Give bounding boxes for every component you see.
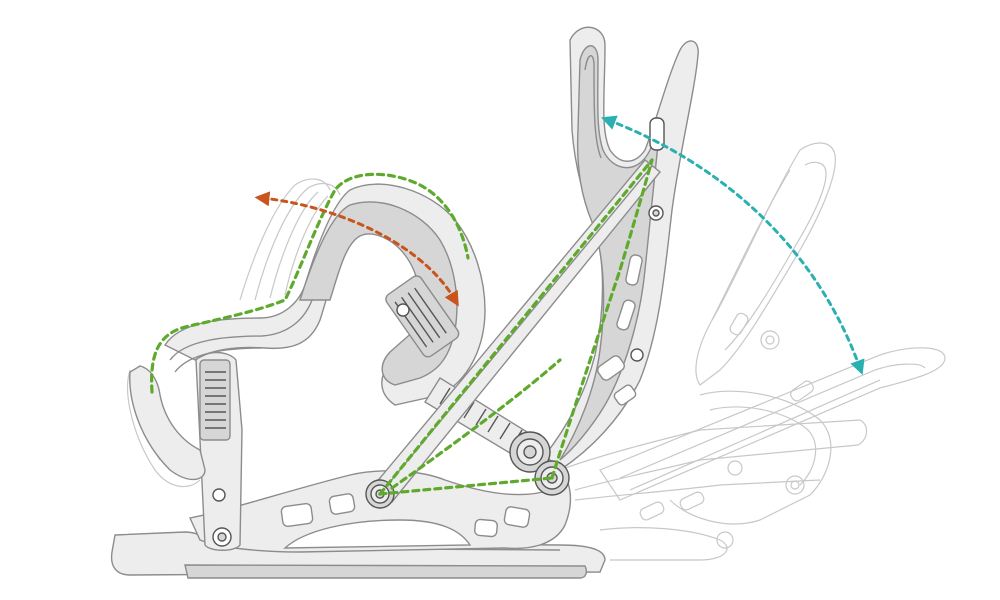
ghost-heel-arm-inner	[619, 363, 926, 479]
chassis-slot-2	[328, 493, 356, 515]
ghost-lower-link	[559, 419, 868, 491]
green-link-4	[390, 358, 562, 490]
ghost-slot-2	[790, 380, 814, 402]
teal-recline-arc	[600, 115, 865, 376]
motion-overlays	[150, 115, 865, 496]
ghost-heelcup	[669, 390, 832, 525]
ghost-hinge-3	[727, 460, 743, 476]
ghost-heelcup-inner	[709, 406, 817, 486]
green-strap-outline	[150, 172, 470, 394]
toe-rail-screw-2-inner	[217, 532, 227, 542]
chassis-slot-1	[280, 502, 314, 528]
ghost-hinge-2-inner	[790, 480, 800, 490]
orange-strap-arc	[254, 191, 459, 307]
ghost-slot-4	[679, 491, 705, 511]
chassis-cutout	[283, 519, 472, 549]
toe-strap-lower	[129, 365, 206, 481]
chassis-slot-3	[503, 506, 531, 528]
ghost-heel-arm	[599, 347, 946, 501]
main-hinge-core	[523, 445, 537, 459]
chassis-slot-4	[474, 518, 498, 538]
toe-rail-screw-1	[212, 488, 226, 502]
ghost-heel-arm-inner2	[629, 379, 881, 491]
main-binding	[110, 26, 699, 579]
ghost-hinge-2	[785, 475, 805, 495]
ghost-open-binding	[559, 142, 946, 561]
ghost-slot-1	[729, 312, 749, 336]
toe-strap-ladder	[205, 371, 226, 429]
ghost-toe-plate	[599, 527, 728, 561]
green-link-2	[378, 476, 554, 496]
ghost-highback-inner	[724, 161, 827, 351]
toe-strap-edge-1	[169, 299, 313, 361]
ghost-lower-link-2	[574, 479, 821, 501]
ratchet-screw	[396, 303, 410, 317]
ghost-hinge-1-inner	[765, 335, 775, 345]
rear-screw	[630, 348, 644, 362]
highback-rim	[584, 55, 602, 159]
highback-slot-4	[613, 384, 637, 406]
highback-screw-1-inner	[652, 209, 660, 217]
board-base-lower	[184, 564, 588, 579]
ghost-strap-top-1	[239, 178, 331, 301]
ghost-strap-outer	[127, 369, 201, 488]
ghost-hinge-1	[760, 330, 780, 350]
ghost-slot-3	[639, 501, 665, 521]
ghost-hinge-4	[716, 531, 734, 549]
toe-strap-edge-2	[174, 347, 263, 373]
